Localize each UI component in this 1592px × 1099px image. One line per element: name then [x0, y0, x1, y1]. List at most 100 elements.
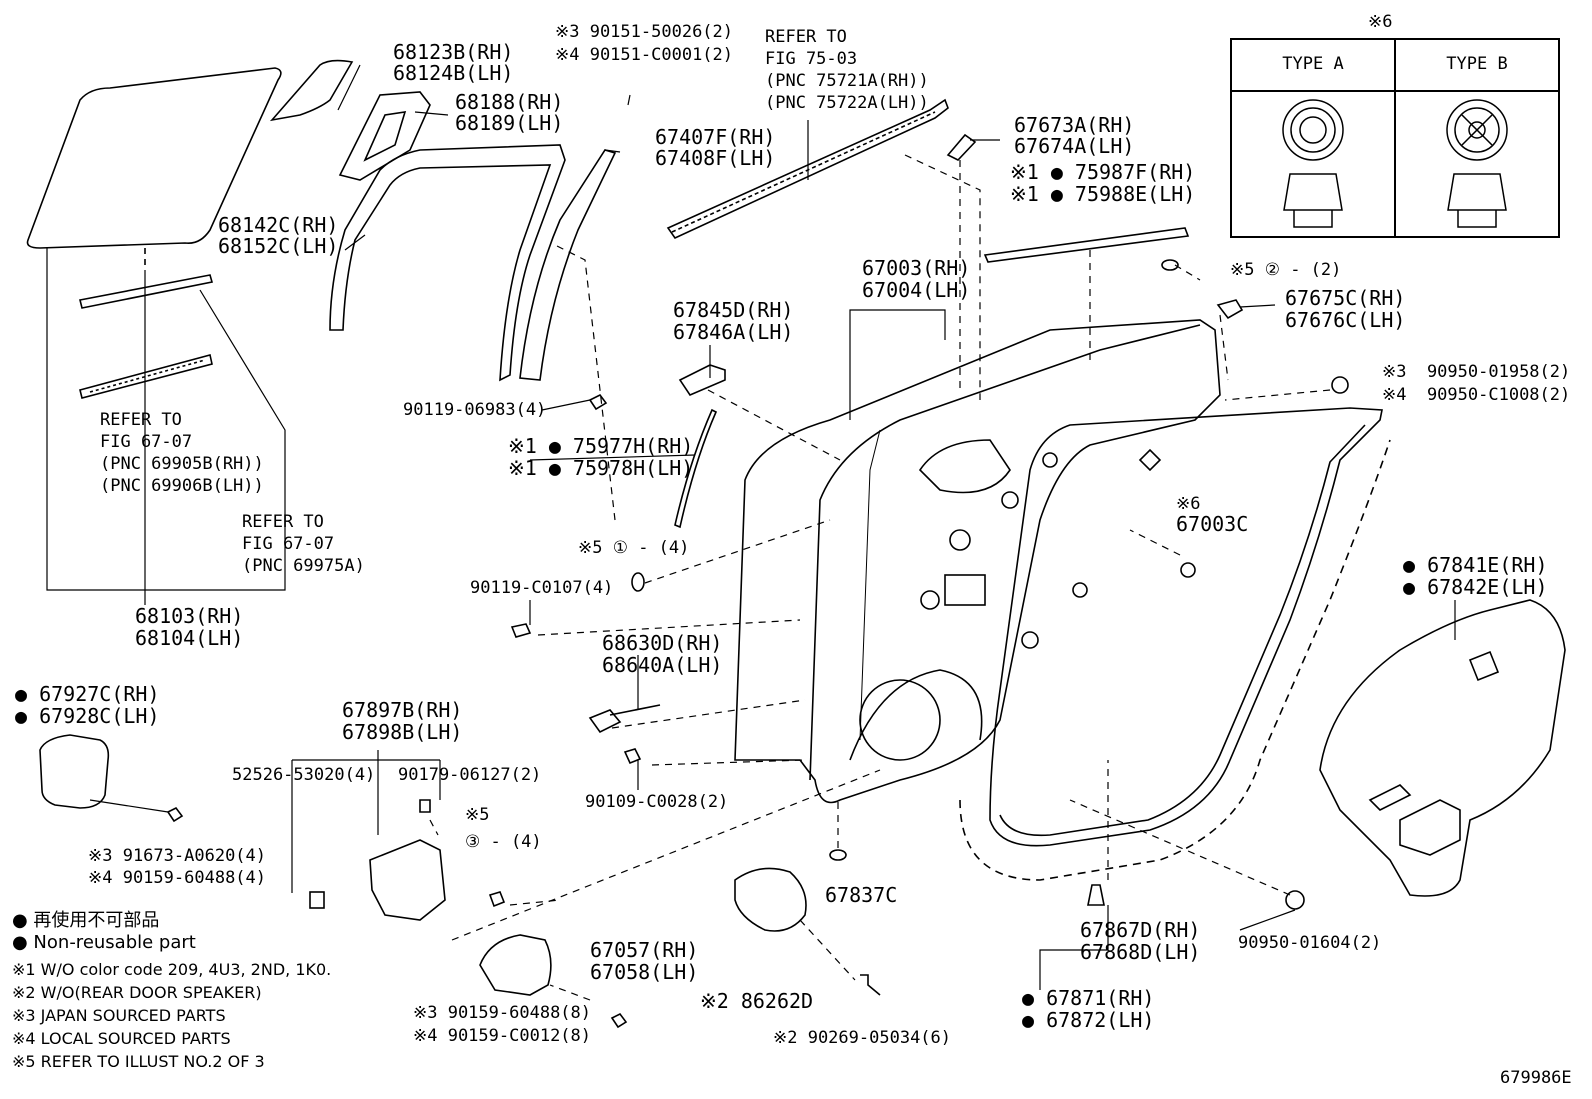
bolt-90159	[610, 1012, 628, 1029]
bolt-90109	[623, 748, 642, 765]
label-90151-50026: ※3 90151-50026(2)	[555, 22, 734, 42]
refer-75-line2: FIG 75-03	[765, 49, 858, 69]
label-67058: 67058(LH)	[590, 960, 699, 984]
refer-75-line4: (PNC 75722A(LH))	[765, 93, 929, 113]
cover-67057	[479, 934, 552, 996]
bolt-5-3	[488, 891, 506, 908]
label-5-1: ※5 ① - (4)	[578, 538, 690, 558]
door-lock-part	[369, 839, 446, 921]
label-67675c: 67675C(RH)	[1285, 286, 1406, 310]
label-68123b: 68123B(RH)	[393, 40, 514, 64]
label-67867d: 67867D(RH)	[1080, 918, 1201, 942]
label-67004: 67004(LH)	[862, 278, 971, 302]
door-weatherstrip-part	[989, 407, 1383, 847]
refer-67b-line1: REFER TO	[242, 512, 324, 532]
label-67003: 67003(RH)	[862, 256, 971, 280]
label-90269: ※2 90269-05034(6)	[773, 1028, 952, 1048]
bolt-90179	[419, 799, 431, 813]
label-67003c: 67003C	[1176, 512, 1249, 536]
legend-note-2: ※2 W/O(REAR DOOR SPEAKER)	[12, 983, 262, 1002]
legend-note-3: ※3 JAPAN SOURCED PARTS	[12, 1006, 226, 1025]
screw-90269	[860, 974, 881, 996]
label-67057: 67057(RH)	[590, 938, 699, 962]
label-68189: 68189(LH)	[455, 111, 564, 135]
label-86262d: ※2 86262D	[700, 989, 814, 1013]
label-68142c: 68142C(RH)	[218, 213, 339, 237]
label-67868d: 67868D(LH)	[1080, 940, 1201, 964]
label-68640a: 68640A(LH)	[602, 653, 723, 677]
refer-67a-line3: (PNC 69905B(RH))	[100, 454, 264, 474]
bolt-91673	[166, 806, 184, 823]
cover-67675	[1216, 299, 1244, 320]
label-90159-60488-b: ※3 90159-60488(8)	[413, 1003, 592, 1023]
refer-67a-line2: FIG 67-07	[100, 432, 193, 452]
label-68104: 68104(LH)	[135, 626, 244, 650]
service-hole-cover-part	[1319, 599, 1566, 897]
label-67897b: 67897B(RH)	[342, 698, 463, 722]
label-90119-06983: 90119-06983(4)	[403, 400, 547, 420]
refer-75-line3: (PNC 75721A(RH))	[765, 71, 929, 91]
label-5-3: ③ - (4)	[465, 832, 542, 852]
nut-90950-b	[1285, 890, 1305, 910]
legend-note-4: ※4 LOCAL SOURCED PARTS	[12, 1029, 231, 1048]
legend-jp: ● 再使用不可部品	[12, 910, 160, 931]
label-90950-c1008: ※4 90950-C1008(2)	[1382, 385, 1571, 405]
label-67674a: 67674A(LH)	[1014, 134, 1135, 158]
quarter-glass-part	[269, 59, 354, 122]
refer-75-line1: REFER TO	[765, 27, 847, 47]
label-67676c: 67676C(LH)	[1285, 308, 1406, 332]
label-67673a: 67673A(RH)	[1014, 113, 1135, 137]
refer-67a-line4: (PNC 69906B(LH))	[100, 476, 264, 496]
type-table: TYPE A TYPE B	[1230, 38, 1560, 238]
type-b-label: TYPE B	[1446, 54, 1508, 74]
division-bar-part	[519, 149, 617, 381]
label-68152c: 68152C(LH)	[218, 234, 339, 258]
clip-5-2	[1161, 259, 1179, 271]
door-glass-part	[26, 67, 282, 399]
moulding-75977	[674, 408, 718, 529]
label-67872: ● 67872(LH)	[1022, 1008, 1155, 1032]
quarter-frame-part	[338, 91, 431, 181]
cover-67927	[39, 734, 110, 809]
label-67845d: 67845D(RH)	[673, 298, 794, 322]
label-67408f: 67408F(LH)	[655, 146, 776, 170]
label-67842e: ● 67842E(LH)	[1403, 575, 1548, 599]
run-channel-part	[329, 144, 566, 382]
bolt-90119b	[510, 623, 532, 638]
plug-67837	[829, 849, 847, 861]
legend-en: ● Non-reusable part	[12, 932, 196, 953]
legend-note-1: ※1 W/O color code 209, 4U3, 2ND, 1K0.	[12, 960, 332, 979]
label-68124b: 68124B(LH)	[393, 61, 514, 85]
refer-67b-line3: (PNC 69975A)	[242, 556, 365, 576]
dashed-lines	[429, 154, 1331, 1001]
label-5-2: ※5 ② - (2)	[1230, 260, 1342, 280]
label-67871: ● 67871(RH)	[1022, 986, 1155, 1010]
label-90159-60488-a: ※4 90159-60488(4)	[88, 868, 267, 888]
belt-moulding-part	[666, 98, 949, 240]
label-67407f: 67407F(RH)	[655, 125, 776, 149]
label-67003c-note: ※6	[1176, 494, 1201, 514]
label-67927c: ● 67927C(RH)	[15, 682, 160, 706]
label-67846a: 67846A(LH)	[673, 320, 794, 344]
label-75978h: ※1 ● 75978H(LH)	[508, 456, 694, 480]
label-68103: 68103(RH)	[135, 604, 244, 628]
type-a-label: TYPE A	[1282, 54, 1344, 74]
door-panel-part	[734, 319, 1221, 804]
speaker-part	[734, 867, 807, 932]
weatherstrip-75987	[983, 227, 1190, 263]
bracket-67845	[678, 364, 726, 396]
refer-67a-line1: REFER TO	[100, 410, 182, 430]
label-67898b: 67898B(LH)	[342, 720, 463, 744]
label-68188: 68188(RH)	[455, 90, 564, 114]
label-90159-c0012: ※4 90159-C0012(8)	[413, 1026, 592, 1046]
label-90950-01604: 90950-01604(2)	[1238, 933, 1382, 953]
label-52526: 52526-53020(4)	[232, 765, 376, 785]
label-75987f: ※1 ● 75987F(RH)	[1010, 160, 1196, 184]
refer-67b-line2: FIG 67-07	[242, 534, 335, 554]
label-67841e: ● 67841E(RH)	[1403, 553, 1548, 577]
type-note-mark: ※6	[1368, 12, 1393, 32]
clip-67867	[1087, 884, 1105, 906]
label-68630d: 68630D(RH)	[602, 631, 723, 655]
clip-5-1	[631, 572, 645, 592]
